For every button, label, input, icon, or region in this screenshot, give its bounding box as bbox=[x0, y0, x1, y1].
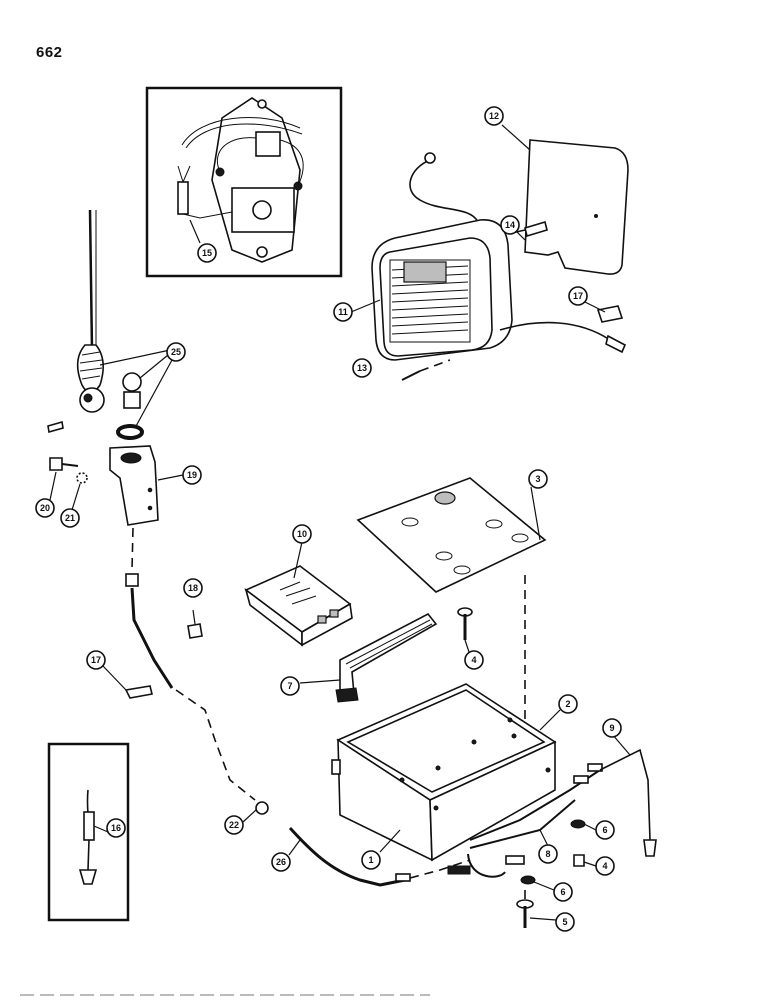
svg-text:17: 17 bbox=[91, 655, 101, 665]
callout-8: 8 bbox=[538, 844, 558, 864]
clips bbox=[124, 623, 203, 699]
leader-lines bbox=[49, 124, 631, 921]
callout-20: 20 bbox=[35, 498, 55, 518]
svg-text:14: 14 bbox=[505, 220, 515, 230]
callout-10: 10 bbox=[292, 524, 312, 544]
svg-text:15: 15 bbox=[202, 248, 212, 258]
svg-text:1: 1 bbox=[368, 855, 373, 865]
callout-25: 25 bbox=[166, 342, 186, 362]
callout-12: 12 bbox=[484, 106, 504, 126]
svg-text:12: 12 bbox=[489, 111, 499, 121]
callout-15: 15 bbox=[197, 243, 217, 263]
callout-5: 5 bbox=[555, 912, 575, 932]
svg-text:4: 4 bbox=[602, 861, 607, 871]
svg-text:11: 11 bbox=[338, 307, 348, 317]
page-number: 662 bbox=[36, 44, 63, 61]
radio-housing bbox=[331, 683, 657, 878]
callout-7: 7 bbox=[280, 676, 300, 696]
svg-text:3: 3 bbox=[535, 474, 540, 484]
svg-text:6: 6 bbox=[602, 825, 607, 835]
mounting-plate bbox=[356, 477, 547, 720]
callout-13: 13 bbox=[352, 358, 372, 378]
radio-receiver bbox=[244, 565, 353, 647]
svg-text:26: 26 bbox=[276, 857, 286, 867]
callout-17-lower: 17 bbox=[86, 650, 106, 670]
callout-26: 26 bbox=[271, 852, 291, 872]
svg-text:18: 18 bbox=[188, 583, 198, 593]
bottom-hardware bbox=[516, 819, 586, 928]
svg-text:19: 19 bbox=[187, 470, 197, 480]
inset-box-suppressor bbox=[145, 86, 343, 278]
svg-text:2: 2 bbox=[565, 699, 570, 709]
svg-text:13: 13 bbox=[357, 363, 367, 373]
callout-4-upper: 4 bbox=[464, 650, 484, 670]
gasket-strip bbox=[335, 612, 438, 703]
svg-text:20: 20 bbox=[40, 503, 50, 513]
svg-text:17: 17 bbox=[573, 291, 583, 301]
callout-2: 2 bbox=[558, 694, 578, 714]
callout-22: 22 bbox=[224, 815, 244, 835]
callout-19: 19 bbox=[182, 465, 202, 485]
callout-11: 11 bbox=[333, 302, 353, 322]
callout-16: 16 bbox=[106, 818, 126, 838]
svg-text:16: 16 bbox=[111, 823, 121, 833]
svg-text:22: 22 bbox=[229, 820, 239, 830]
callout-4-lower: 4 bbox=[595, 856, 615, 876]
svg-text:8: 8 bbox=[545, 849, 550, 859]
callout-21: 21 bbox=[60, 508, 80, 528]
callout-1: 1 bbox=[361, 850, 381, 870]
svg-text:5: 5 bbox=[562, 917, 567, 927]
svg-text:4: 4 bbox=[471, 655, 476, 665]
antenna-assembly bbox=[47, 209, 159, 526]
callout-6-lower: 6 bbox=[553, 882, 573, 902]
callout-17-upper: 17 bbox=[568, 286, 588, 306]
svg-text:6: 6 bbox=[560, 887, 565, 897]
callout-9: 9 bbox=[602, 718, 622, 738]
callout-6-upper: 6 bbox=[595, 820, 615, 840]
callout-3: 3 bbox=[528, 469, 548, 489]
screw-upper bbox=[457, 607, 473, 640]
svg-text:21: 21 bbox=[65, 513, 75, 523]
svg-text:25: 25 bbox=[171, 347, 181, 357]
svg-text:9: 9 bbox=[609, 723, 614, 733]
speaker-assembly bbox=[371, 139, 629, 381]
svg-text:10: 10 bbox=[297, 529, 307, 539]
antenna-cable bbox=[125, 527, 471, 887]
callout-14: 14 bbox=[500, 215, 520, 235]
callout-18: 18 bbox=[183, 578, 203, 598]
svg-text:7: 7 bbox=[287, 681, 292, 691]
